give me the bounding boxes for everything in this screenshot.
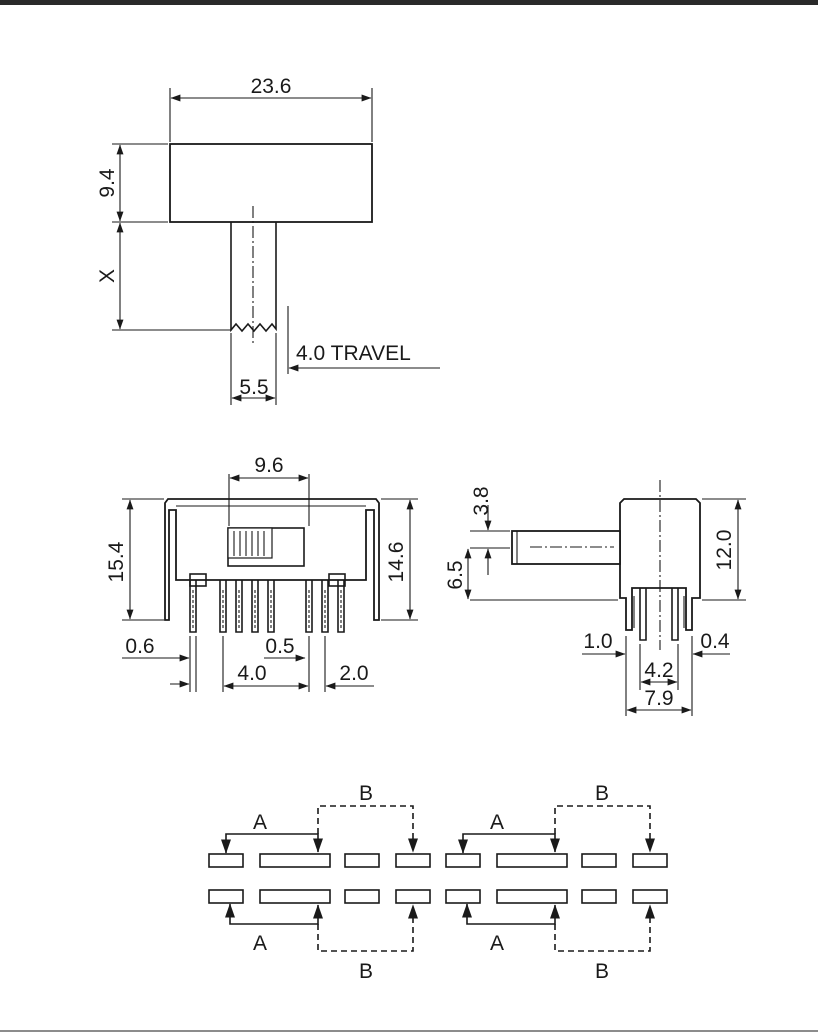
right-tab <box>328 573 346 587</box>
span-label: 9.6 <box>254 454 283 477</box>
contact-pad <box>581 853 617 868</box>
contact-pad <box>259 889 331 904</box>
pole-b-label: B <box>595 782 609 805</box>
pole-b-connection <box>554 904 656 952</box>
width-label: 23.6 <box>251 75 292 98</box>
pin <box>189 580 197 633</box>
pole-b-connection <box>554 805 656 853</box>
pin-pitch-label: 4.0 <box>237 662 266 685</box>
pole-b-connection <box>317 904 419 952</box>
contact-pad <box>395 853 431 868</box>
top-view: 23.6 9.4 X 5.5 4.0 TRAVEL <box>96 75 440 405</box>
pin-span-label: 4.2 <box>644 659 673 682</box>
pin <box>251 580 259 633</box>
pin <box>321 580 329 633</box>
contact-pad <box>632 853 668 868</box>
top-border <box>0 0 818 5</box>
overall-depth-label: 7.9 <box>644 687 673 710</box>
frame-body <box>164 498 380 621</box>
actuator-shaft <box>230 222 277 333</box>
pin <box>219 580 227 633</box>
side-height-label: 12.0 <box>713 530 736 571</box>
pin-gap-label: 0.5 <box>265 635 294 658</box>
switching-schematic: A B A B A B A B <box>208 782 668 983</box>
front-view: 9.6 15.4 14.6 0.6 4.0 0.5 2.0 <box>105 454 418 692</box>
contact-pad <box>445 853 481 868</box>
pole-a-connection <box>457 833 561 854</box>
pole-a-connection <box>461 903 561 925</box>
height-right-label: 14.6 <box>385 542 408 583</box>
shaft-length-label: X <box>96 269 119 283</box>
pin <box>235 580 243 633</box>
pole-b-connection <box>317 805 419 853</box>
actuator-knob <box>227 527 273 559</box>
pole-b-label: B <box>359 960 373 983</box>
pole-a-label: A <box>490 932 504 955</box>
travel-label: 4.0 TRAVEL <box>296 342 411 365</box>
actuator-offset-label: 3.8 <box>470 486 493 515</box>
contact-pad <box>581 889 617 904</box>
contact-pad <box>259 853 331 868</box>
switch-body-top <box>169 143 373 223</box>
pin <box>305 580 313 633</box>
contact-pad <box>632 889 668 904</box>
height-label: 9.4 <box>96 168 119 198</box>
pin <box>267 580 275 633</box>
pole-b-label: B <box>359 782 373 805</box>
pole-a-connection <box>224 903 324 925</box>
contact-pad <box>496 853 568 868</box>
contact-pad <box>208 853 244 868</box>
pole-a-label: A <box>490 811 504 834</box>
pin-offset-label: 1.0 <box>583 630 612 653</box>
shaft-width-label: 5.5 <box>239 376 268 399</box>
actuator-height-label: 6.5 <box>444 560 467 589</box>
side-pin <box>639 588 647 641</box>
pin-thickness-label: 0.4 <box>700 630 730 653</box>
terminal-pins <box>189 580 345 633</box>
contact-pad <box>344 853 380 868</box>
contact-pad <box>496 889 568 904</box>
contact-pad <box>344 889 380 904</box>
contact-pad <box>395 889 431 904</box>
pole-a-label: A <box>253 811 267 834</box>
contact-pad <box>208 889 244 904</box>
side-view: 3.8 6.5 12.0 1.0 4.2 0.4 7.9 <box>444 480 746 716</box>
pole-a-label: A <box>253 932 267 955</box>
contact-pad <box>445 889 481 904</box>
side-pin <box>671 588 679 641</box>
pin <box>337 580 345 633</box>
height-left-label: 15.4 <box>105 541 128 582</box>
pole-a-connection <box>220 833 324 854</box>
pole-b-label: B <box>595 960 609 983</box>
pin-spacing-label: 2.0 <box>339 662 368 685</box>
pin-width-label: 0.6 <box>125 635 154 658</box>
